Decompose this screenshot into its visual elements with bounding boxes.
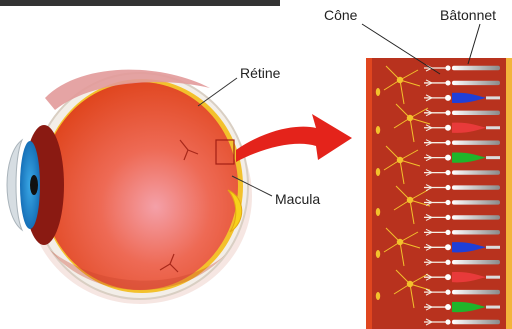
macula-label: Macula	[275, 191, 320, 207]
cone-nucleus	[445, 244, 451, 250]
retina-closeup-panel	[366, 58, 512, 329]
rod-nucleus	[445, 215, 450, 220]
cropped-header-strip	[0, 0, 280, 6]
eye-cross-section	[7, 70, 252, 304]
rod-label: Bâtonnet	[440, 7, 496, 23]
rod-cell	[452, 111, 500, 115]
rod-nucleus	[445, 260, 450, 265]
rod-nucleus	[445, 140, 450, 145]
rod-nucleus	[445, 290, 450, 295]
tissue-right-edge	[506, 58, 512, 329]
cone-outer-segment	[486, 306, 500, 309]
eyeball	[42, 82, 238, 290]
cone-outer-segment	[486, 96, 500, 99]
rod-nucleus	[445, 319, 450, 324]
retina-label: Rétine	[240, 65, 281, 81]
rod-nucleus	[445, 230, 450, 235]
cone-nucleus	[445, 304, 451, 310]
cone-nucleus	[445, 155, 451, 161]
tissue-left-edge	[366, 58, 372, 329]
rod-cell	[452, 230, 500, 234]
rod-cell	[452, 215, 500, 219]
rod-nucleus	[445, 200, 450, 205]
rod-nucleus	[445, 65, 450, 70]
rod-cell	[452, 260, 500, 264]
rod-cell	[452, 66, 500, 70]
cone-label: Cône	[324, 7, 358, 23]
rod-nucleus	[445, 185, 450, 190]
ganglion-cell	[376, 168, 380, 176]
rod-cell	[452, 320, 500, 324]
pupil	[30, 175, 38, 195]
cone-outer-segment	[486, 246, 500, 249]
ganglion-cell	[376, 126, 380, 134]
cone-outer-segment	[486, 156, 500, 159]
rod-cell	[452, 200, 500, 204]
rod-nucleus	[445, 80, 450, 85]
ganglion-cell	[376, 88, 380, 96]
ganglion-cell	[376, 208, 380, 216]
cone-nucleus	[445, 125, 451, 131]
retina-leader-line	[198, 78, 237, 106]
rod-cell	[452, 185, 500, 189]
ganglion-cell	[376, 292, 380, 300]
rod-nucleus	[445, 170, 450, 175]
cone-outer-segment	[486, 276, 500, 279]
cone-outer-segment	[486, 126, 500, 129]
ganglion-cell	[376, 250, 380, 258]
rod-cell	[452, 290, 500, 294]
zoom-arrow	[236, 114, 352, 162]
rod-cell	[452, 81, 500, 85]
cornea	[7, 140, 22, 230]
rod-cell	[452, 170, 500, 174]
cone-nucleus	[445, 274, 451, 280]
cone-nucleus	[445, 95, 451, 101]
rod-nucleus	[445, 110, 450, 115]
rod-cell	[452, 141, 500, 145]
